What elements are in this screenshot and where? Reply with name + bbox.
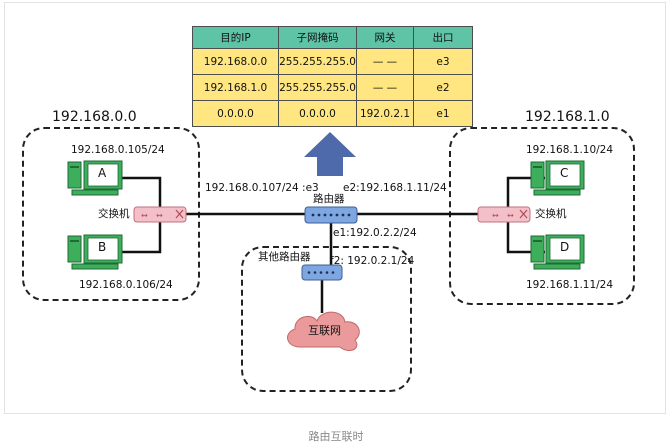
host-c-ip: 192.168.1.10/24	[526, 144, 614, 156]
cloud-icon	[287, 311, 360, 351]
other-router-icon	[301, 264, 343, 281]
left-switch-label: 交换机	[98, 208, 130, 220]
host-b-name: B	[98, 240, 107, 254]
svg-text:↔: ↔	[492, 211, 499, 220]
table-cell: e3	[413, 48, 473, 75]
computer-icon-c	[530, 160, 585, 196]
right-subnet-label: 192.168.1.0	[525, 109, 610, 125]
internet-label: 互联网	[308, 324, 341, 337]
host-c-name: C	[560, 166, 569, 180]
svg-text:↔: ↔	[141, 211, 148, 220]
table-row: 192.168.0.0 255.255.255.0 — — e3	[192, 48, 473, 75]
figure-caption: 路由互联时	[308, 430, 364, 443]
header-dest-ip: 目的IP	[192, 26, 279, 49]
router-icon	[304, 206, 358, 224]
host-d-ip: 192.168.1.11/24	[526, 279, 614, 291]
table-row: 0.0.0.0 0.0.0.0 192.0.2.1 e1	[192, 100, 473, 127]
table-cell: 255.255.255.0	[278, 48, 357, 75]
svg-text:↔: ↔	[156, 211, 163, 220]
table-cell: 192.0.2.1	[356, 100, 414, 127]
router-e3-label: 192.168.0.107/24 :e3	[205, 182, 319, 194]
host-a-name: A	[98, 166, 107, 180]
computer-icon-a	[67, 160, 123, 196]
diagram-frame	[4, 2, 666, 414]
host-d-name: D	[560, 240, 570, 254]
up-arrow-icon	[304, 132, 356, 176]
cable-lines	[121, 176, 545, 313]
router-e2-label: e2:192.168.1.11/24	[343, 182, 447, 194]
internet-zone	[241, 246, 412, 392]
table-cell: 0.0.0.0	[278, 100, 357, 127]
other-router-f2-label: f2: 192.0.2.1/24	[330, 255, 415, 267]
table-cell: 0.0.0.0	[192, 100, 279, 127]
table-cell: 255.255.255.0	[278, 74, 357, 101]
switch-icon: ↔↔	[477, 206, 531, 223]
table-cell: e1	[413, 100, 473, 127]
host-b-ip: 192.168.0.106/24	[79, 279, 173, 291]
svg-text:↔: ↔	[507, 211, 514, 220]
table-row: 192.168.1.0 255.255.255.0 — — e2	[192, 74, 473, 101]
routing-table: 目的IP 子网掩码 网关 出口 192.168.0.0 255.255.255.…	[192, 26, 473, 127]
table-cell: — —	[356, 48, 414, 75]
switch-icon: ↔↔	[133, 206, 187, 223]
left-subnet-label: 192.168.0.0	[52, 109, 137, 125]
table-cell: 192.168.1.0	[192, 74, 279, 101]
computer-icon-b	[67, 234, 123, 270]
router-label: 路由器	[313, 193, 345, 205]
host-a-ip: 192.168.0.105/24	[71, 144, 165, 156]
table-cell: e2	[413, 74, 473, 101]
right-switch-label: 交换机	[535, 208, 567, 220]
other-router-label: 其他路由器	[258, 251, 311, 263]
computer-icon-d	[530, 234, 585, 270]
router-e1-label: e1:192.0.2.2/24	[333, 227, 417, 239]
right-network-zone	[449, 127, 635, 305]
